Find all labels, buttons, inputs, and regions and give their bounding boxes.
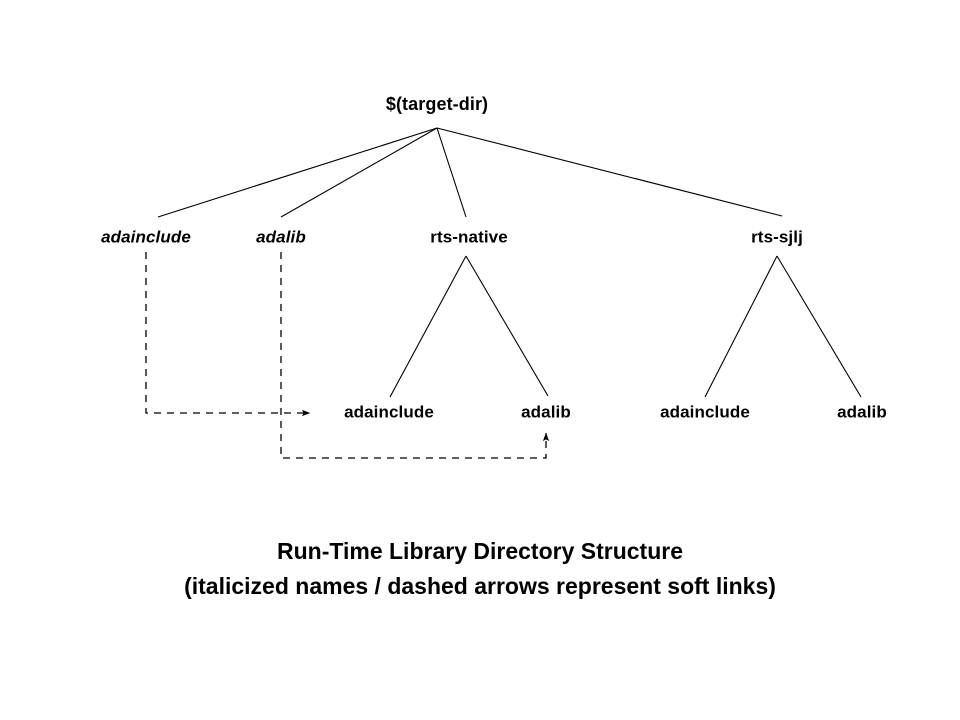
node-rts-sjlj-adalib: adalib bbox=[837, 402, 887, 422]
figure-caption-legend: (italicized names / dashed arrows repres… bbox=[184, 573, 776, 599]
node-rts-sjlj: rts-sjlj bbox=[751, 227, 803, 247]
edge-rts-sjlj-to-adalib bbox=[776, 255, 862, 398]
node-rts-native-adalib: adalib bbox=[521, 402, 571, 422]
solid-edges bbox=[157, 127, 862, 398]
edge-root-to-rts-sjlj bbox=[436, 127, 783, 217]
edge-root-to-rts-native bbox=[436, 127, 467, 218]
edge-root-to-adalib bbox=[280, 127, 438, 218]
softlink-arrow-adainclude bbox=[145, 252, 311, 417]
edge-root-to-adainclude bbox=[157, 127, 438, 218]
softlink-arrow-adalib bbox=[280, 252, 550, 459]
node-adalib-softlink: adalib bbox=[256, 227, 306, 247]
node-adainclude-softlink: adainclude bbox=[101, 227, 191, 247]
dashed-softlink-edges bbox=[145, 252, 550, 459]
node-rts-native: rts-native bbox=[430, 227, 508, 247]
figure-caption-title: Run-Time Library Directory Structure bbox=[276, 538, 683, 564]
node-target-dir: $(target-dir) bbox=[385, 94, 489, 114]
node-rts-native-adainclude: adainclude bbox=[344, 402, 434, 422]
edge-rts-native-to-adalib bbox=[465, 255, 549, 397]
edge-rts-sjlj-to-adainclude bbox=[704, 255, 778, 398]
edge-rts-native-to-adainclude bbox=[389, 255, 467, 398]
node-rts-sjlj-adainclude: adainclude bbox=[660, 402, 750, 422]
